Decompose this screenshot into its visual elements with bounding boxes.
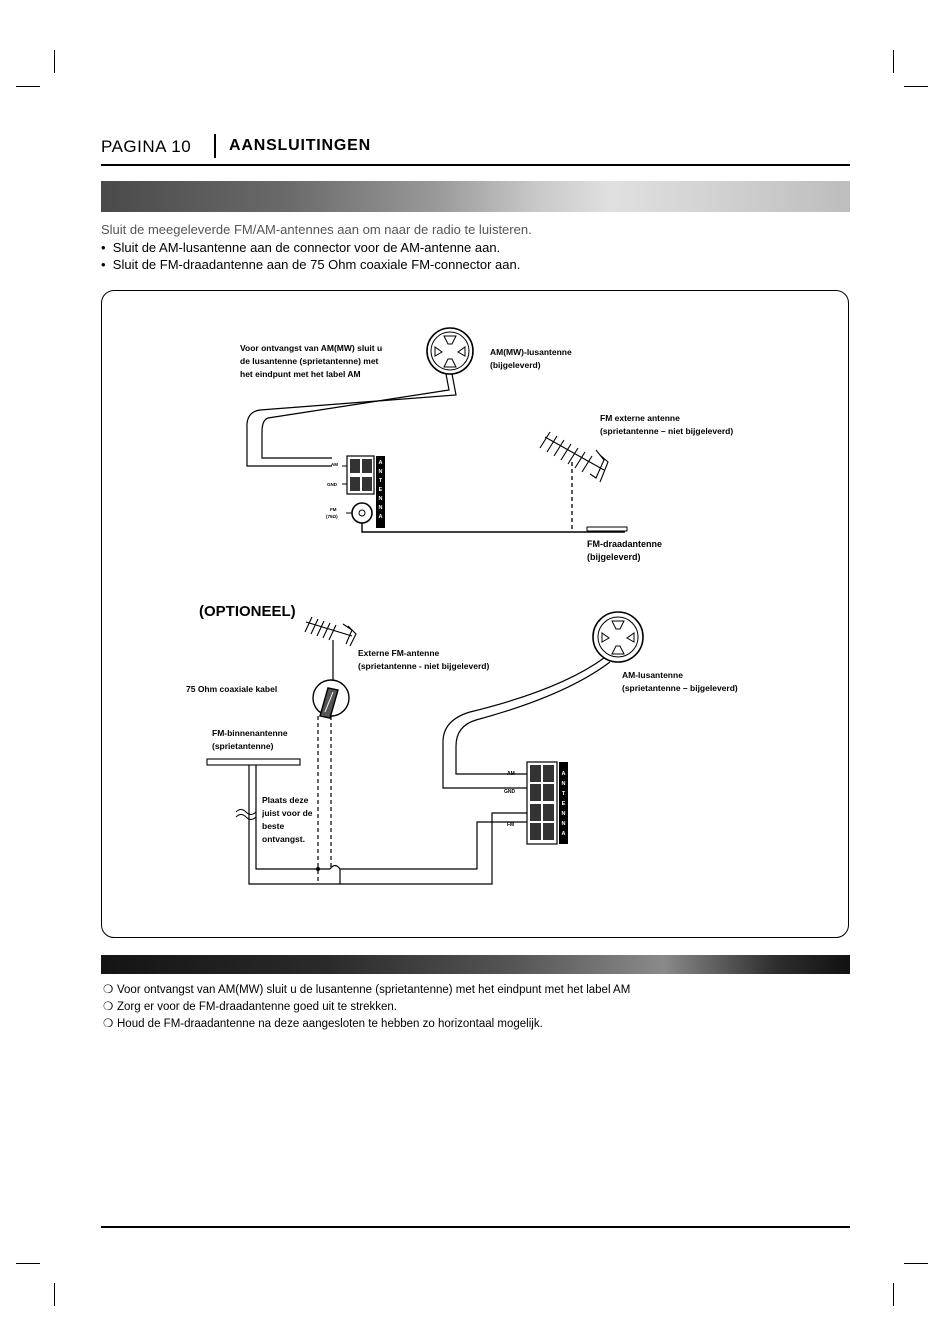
crop-mark [16, 86, 40, 87]
intro-lead: Sluit de meegeleverde FM/AM-antennes aan… [101, 222, 532, 237]
coax-connector-icon [312, 679, 350, 719]
am-loop-label: AM-lusantenne [622, 670, 683, 680]
header-separator [214, 134, 216, 158]
antenna-letter: A [379, 460, 383, 466]
circle-bullet-icon: ❍ [103, 1018, 114, 1030]
fm-wire-label: FM-draadantenne [587, 539, 662, 549]
am-note-line: de lusantenne (sprietantenne) met [240, 356, 379, 366]
crop-mark [16, 1263, 40, 1264]
antenna-letter: N [562, 811, 566, 817]
crop-mark [54, 1283, 55, 1306]
indoor-fm-label: (sprietantenne) [212, 741, 274, 751]
bullet-icon: • [101, 239, 106, 255]
footer-rule [101, 1226, 850, 1228]
antenna-terminal-block [526, 761, 568, 845]
yagi-antenna-icon [539, 431, 609, 483]
coax-label: 75 Ohm coaxiale kabel [186, 684, 277, 694]
terminal-label-gnd: GND [504, 789, 516, 795]
am-note-line: Voor ontvangst van AM(MW) sluit u [240, 343, 382, 353]
terminal-label-fm-ohm: (75Ω) [326, 514, 338, 519]
antenna-letter: N [562, 821, 566, 827]
am-loop-antenna-icon [426, 327, 474, 375]
antenna-letter: E [562, 801, 566, 807]
placement-note: Plaats deze [262, 795, 309, 805]
terminal-label-fm: FM [507, 822, 514, 828]
am-note-line: het eindpunt met het label AM [240, 369, 361, 379]
ext-fm-label: (sprietantenne - niet bijgeleverd) [358, 661, 489, 671]
optional-label: (OPTIONEEL) [199, 603, 296, 620]
terminal-label-fm: FM [330, 507, 337, 512]
crop-mark [893, 1283, 894, 1306]
section-title: AANSLUITINGEN [229, 137, 371, 154]
terminal-label-am: AM [507, 771, 515, 777]
antenna-letter: A [562, 831, 566, 837]
antenna-terminal-block [346, 455, 385, 528]
intro-text: Sluit de meegeleverde FM/AM-antennes aan… [101, 221, 532, 274]
antenna-letter: A [562, 771, 566, 777]
antenna-letter: E [379, 487, 383, 493]
am-loop-antenna-icon [592, 611, 644, 663]
ext-fm-label: Externe FM-antenne [358, 648, 440, 658]
note-item: ❍Zorg er voor de FM-draadantenne goed ui… [103, 999, 630, 1016]
crop-mark [54, 50, 55, 73]
antenna-letter: N [562, 781, 566, 787]
page-header: PAGINA 10 AANSLUITINGEN [101, 134, 849, 164]
circle-bullet-icon: ❍ [103, 984, 114, 996]
diagram-frame [101, 290, 849, 938]
placement-note: ontvangst. [262, 834, 305, 844]
section-band-bottom [101, 955, 850, 974]
placement-note: beste [262, 821, 284, 831]
intro-bullet: • Sluit de AM-lusantenne aan de connecto… [101, 239, 501, 255]
bullet-icon: • [101, 257, 106, 272]
page-number: PAGINA 10 [101, 137, 192, 156]
note-item: ❍Houd de FM-draadantenne na deze aangesl… [103, 1016, 630, 1033]
crop-mark [904, 86, 928, 87]
crop-mark [904, 1263, 928, 1264]
terminal-label-am: AM [331, 462, 338, 467]
am-loop-label: (bijgeleverd) [490, 360, 541, 370]
intro-bullet: • Sluit de FM-draadantenne aan de 75 Ohm… [101, 257, 521, 272]
antenna-letter: N [379, 505, 383, 511]
antenna-letter: N [379, 469, 383, 475]
yagi-antenna-icon [304, 616, 357, 647]
note-item: ❍Voor ontvangst van AM(MW) sluit u de lu… [103, 982, 630, 999]
antenna-letter: T [562, 791, 566, 797]
antenna-letter: N [379, 496, 383, 502]
circle-bullet-icon: ❍ [103, 1001, 114, 1013]
fm-external-label: (sprietantenne – niet bijgeleverd) [600, 426, 733, 436]
section-band-top [101, 181, 850, 212]
terminal-label-gnd: GND [327, 482, 338, 487]
crop-mark [893, 50, 894, 73]
antenna-letter: A [379, 514, 383, 520]
am-loop-label: AM(MW)-lusantenne [490, 347, 572, 357]
indoor-fm-label: FM-binnenantenne [212, 728, 288, 738]
header-rule [101, 164, 850, 166]
notes-list: ❍Voor ontvangst van AM(MW) sluit u de lu… [103, 982, 630, 1033]
fm-external-label: FM externe antenne [600, 413, 680, 423]
placement-note: juist voor de [261, 808, 313, 818]
fm-coax-connector-icon [351, 502, 373, 524]
antenna-letter: T [379, 478, 383, 484]
fm-wire-label: (bijgeleverd) [587, 552, 641, 562]
am-loop-label: (sprietantenne – bijgeleverd) [622, 683, 738, 693]
